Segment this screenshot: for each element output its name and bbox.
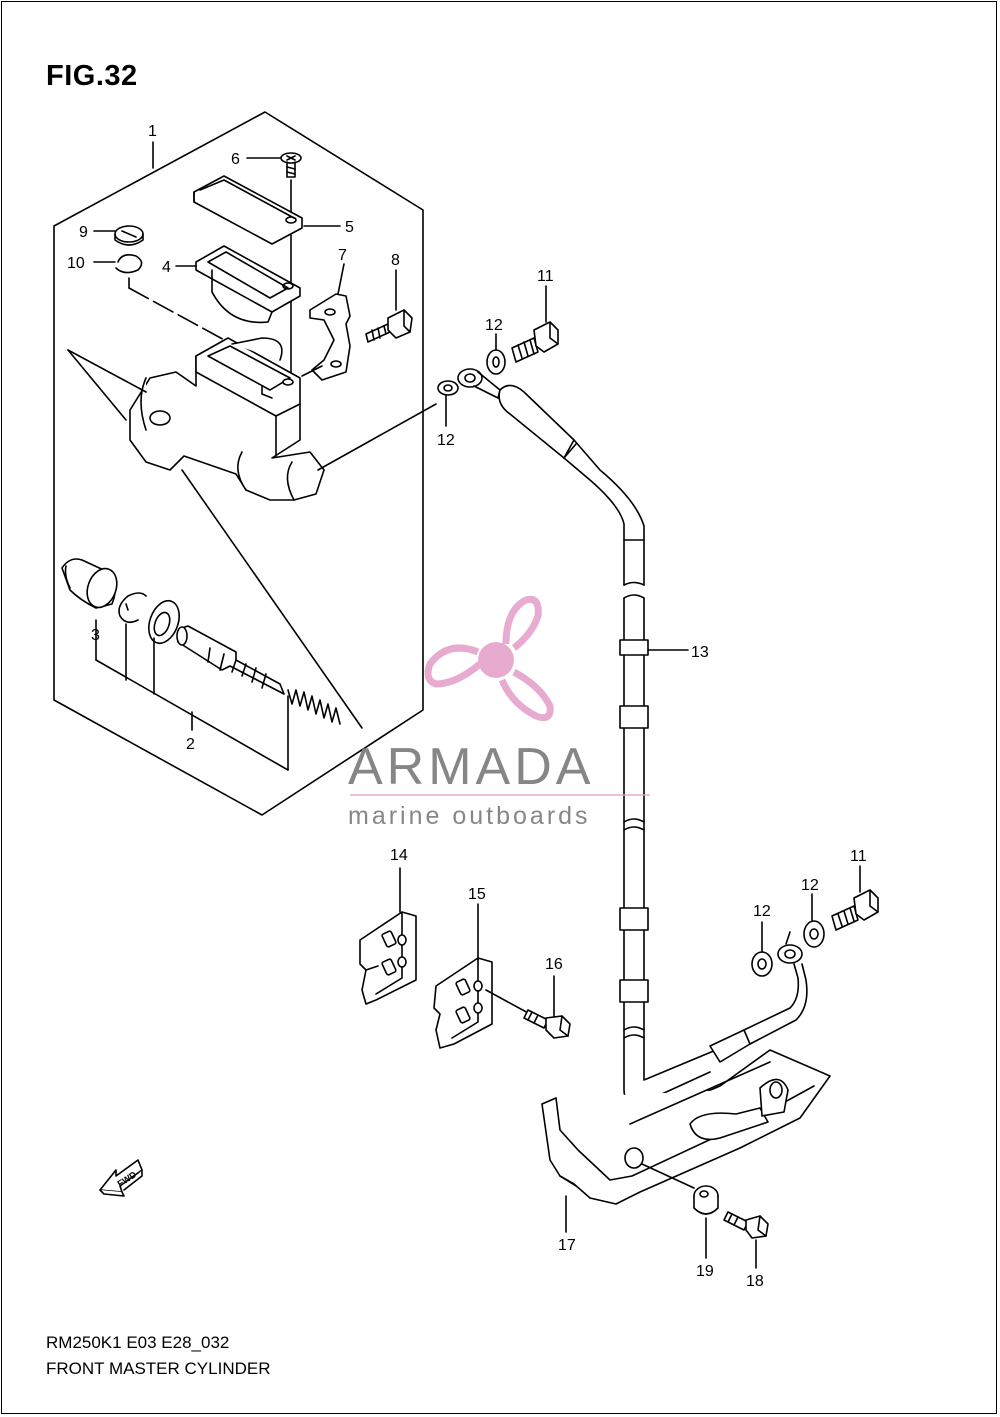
holder-axis-line [301,365,323,377]
assembly-group-outline [53,111,424,816]
callout-1: 1 [148,123,157,140]
callout-2: 2 [186,736,195,753]
fwd-arrow-icon [99,1159,143,1197]
watermark: ARMADA marine outboards [348,595,650,830]
callout-17: 17 [558,1237,576,1254]
guard-cover-17 [541,1049,831,1205]
figure-name: FRONT MASTER CYLINDER [46,1359,271,1378]
callout-11-lower: 11 [850,848,867,865]
callout-12-lower-b: 12 [753,903,771,920]
piston [176,625,285,695]
guide-15-axis-line [485,989,531,1015]
circlip-ring [118,592,147,624]
callout-3: 3 [91,627,100,644]
callout-13: 13 [691,644,709,661]
leader-1-body-a [67,349,147,393]
washer-12-lower-a [803,920,825,948]
callout-12-upper-a: 12 [485,317,503,334]
hose-guide-15 [433,957,493,1049]
propeller-logo-icon [424,595,554,722]
bolt-18 [723,1211,769,1239]
leader-7 [337,263,345,295]
callout-9: 9 [79,224,88,241]
callout-15: 15 [468,886,486,903]
body-to-hose-line [317,403,437,471]
washer-12-lower-a-hole [809,928,819,940]
watermark-tagline: marine outboards [348,802,591,830]
circlip-axis-line [128,287,229,343]
cover-axis-line [641,1163,695,1189]
callout-7: 7 [338,247,347,264]
screw-6 [280,152,302,178]
callout-10: 10 [67,255,85,272]
hose-guide-14 [359,911,417,1005]
callout-14: 14 [390,847,408,864]
bolt-8 [365,309,413,343]
callout-5: 5 [345,219,354,236]
watermark-brand: ARMADA [348,738,594,796]
collar-19 [693,1185,719,1215]
reservoir-cap-5 [193,175,303,245]
washer-12-upper-a-hole [492,356,500,368]
callout-8: 8 [391,252,400,269]
holder-7 [309,293,351,381]
banjo-bolt-11-upper [511,321,559,363]
figure-title: FIG.32 [46,60,138,92]
callout-16: 16 [545,956,563,973]
callout-12-upper-b: 12 [437,432,455,449]
callout-12-lower-a: 12 [801,877,819,894]
callout-11-upper: 11 [537,268,554,285]
callout-6: 6 [231,151,240,168]
brake-hose-13 [437,368,808,1105]
washer-12-lower-b [751,951,773,977]
circlip-10 [115,254,143,274]
diaphragm-4 [195,245,301,324]
callout-18: 18 [746,1273,764,1290]
washer [148,599,180,645]
bolt-16 [523,1009,571,1039]
washer-12-upper-a [486,349,506,375]
callout-19: 19 [696,1263,714,1280]
plate-9 [114,225,144,246]
dust-boot [61,558,118,609]
banjo-bolt-11-lower [831,889,879,931]
washer-12-lower-b-hole [757,958,767,970]
leader-1-body-b [67,349,127,421]
figure-code: RM250K1 E03 E28_032 [46,1333,230,1352]
piston-axis-line [181,469,363,729]
master-cylinder-body [129,337,325,501]
callout-4: 4 [162,259,171,276]
spring [287,689,341,725]
